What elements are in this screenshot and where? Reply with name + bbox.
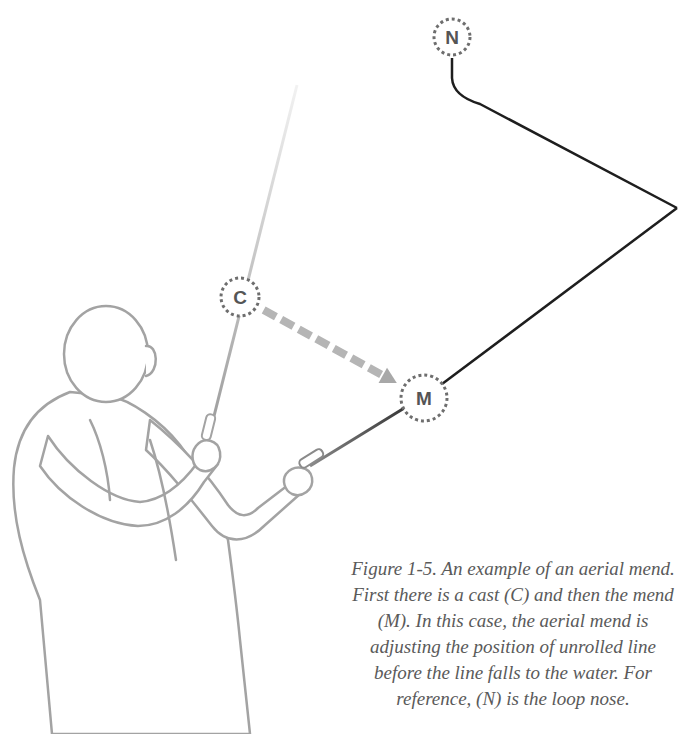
arrow-head bbox=[379, 368, 397, 383]
angler bbox=[13, 306, 312, 734]
marker-letter: M bbox=[416, 389, 432, 408]
dashed-circle-marker: C bbox=[219, 276, 261, 318]
arrow-shaft bbox=[264, 310, 385, 376]
rod-grip bbox=[201, 413, 216, 440]
marker-letter: C bbox=[233, 288, 247, 307]
rod-grip bbox=[298, 448, 325, 469]
figure-caption: Figure 1-5. An example of an aerial mend… bbox=[344, 556, 682, 712]
dashed-circle-marker: N bbox=[432, 17, 472, 57]
dashed-circle-marker: M bbox=[399, 373, 449, 423]
fly-line bbox=[430, 208, 677, 393]
mend-arrow bbox=[264, 310, 397, 383]
marker-letter: N bbox=[445, 28, 459, 47]
fly-line bbox=[452, 58, 677, 208]
cast-rod bbox=[208, 85, 297, 440]
